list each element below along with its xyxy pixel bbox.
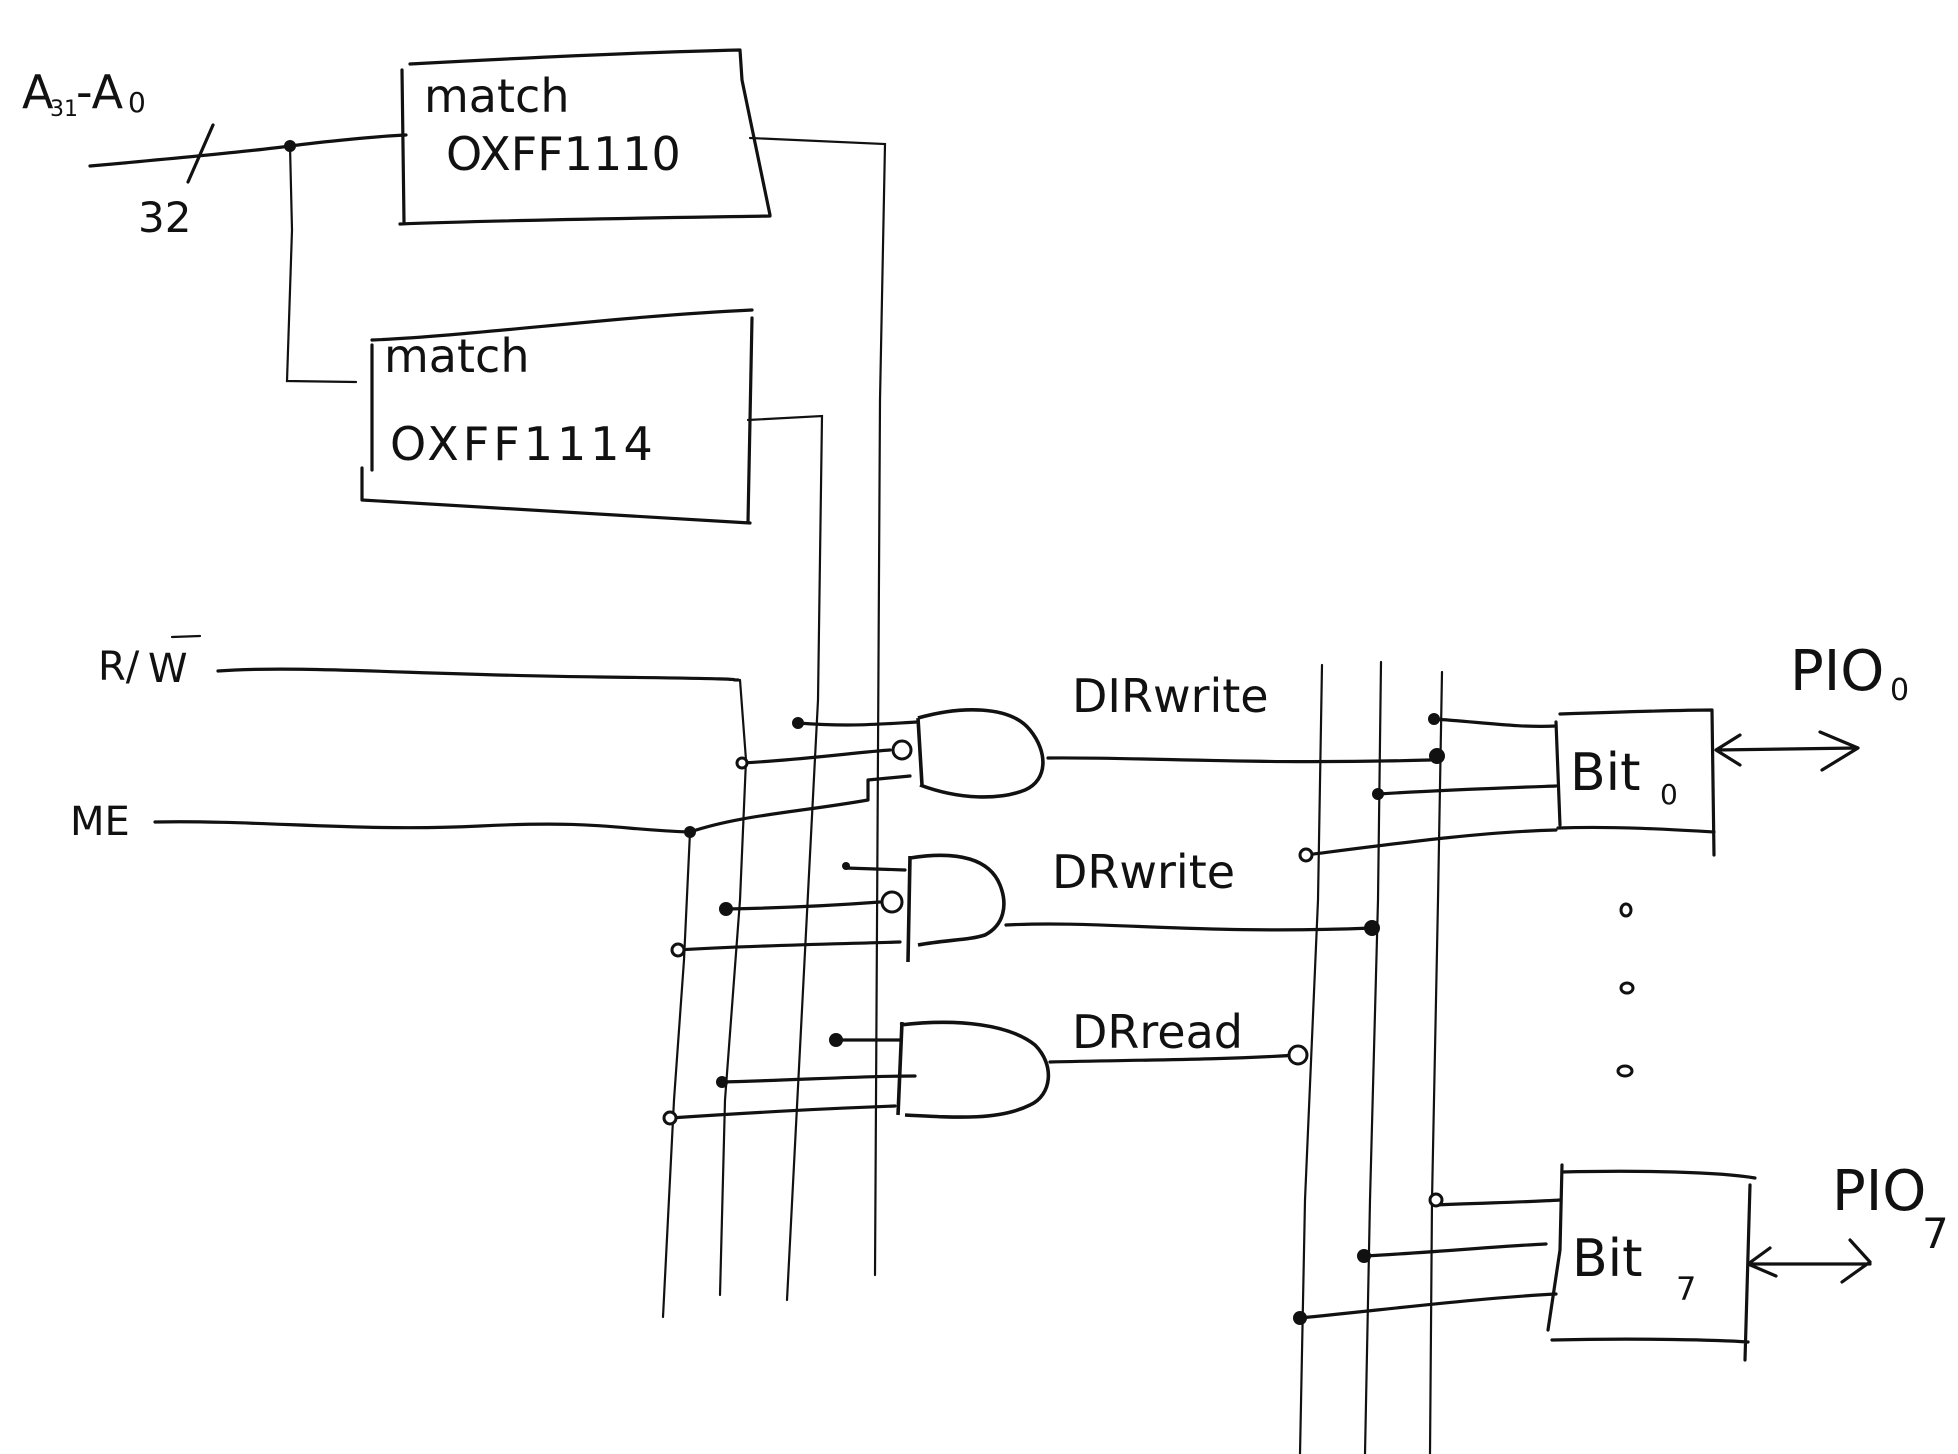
bit-7-border — [1546, 1163, 1757, 1362]
gate-2-output-dot — [1364, 920, 1380, 936]
me-vertical — [661, 830, 692, 1319]
bit-0-wire-drwrite — [1376, 784, 1558, 796]
bit-7-wire-drwrite — [1362, 1242, 1548, 1258]
gate-2-input-b — [724, 900, 882, 911]
gate-2-input-c-dot — [670, 942, 686, 958]
bus-label-a0: -A — [76, 65, 124, 119]
bus-label-sub-31: 31 — [50, 97, 78, 122]
bus-drread-line — [1298, 663, 1324, 1454]
gate-3-output — [1048, 1053, 1300, 1064]
gate-2-input-a-dot — [842, 862, 850, 870]
gate-drwrite: DRwrite — [670, 845, 1380, 963]
bus-label-sub-0: 0 — [128, 86, 146, 119]
bit-7-port-label: PIO — [1832, 1159, 1926, 1224]
gate-dirwrite: DIRwrite — [735, 669, 1432, 799]
bus-branch-wire — [285, 144, 358, 384]
match-block-1-title: match — [424, 69, 569, 123]
gate-drread: DRread — [662, 1005, 1309, 1126]
me-to-gate1-wire — [688, 774, 912, 834]
me-line — [153, 820, 692, 834]
bus-line — [88, 133, 408, 168]
me-label: ME — [70, 799, 130, 845]
bit-0-index: 0 — [1660, 778, 1678, 811]
match-block-0xff1114: match OXFF1114 — [360, 308, 824, 1302]
bit-0-wire-drread — [1304, 828, 1558, 857]
bit-0-label: Bit — [1570, 743, 1641, 803]
bit-0-dirwrite-dot — [1428, 713, 1440, 725]
match-block-1-value: OXFF1110 — [446, 127, 681, 181]
bus-drwrite-line — [1363, 660, 1383, 1454]
bit-7-index: 7 — [1676, 1270, 1696, 1308]
bit-0-port-label: PIO — [1790, 639, 1884, 704]
bit-7-port-arrow — [1746, 1238, 1872, 1284]
gate-2-invert-bubble — [880, 890, 904, 914]
gate-2-input-a — [844, 866, 907, 872]
match-block-2-title: match — [384, 329, 529, 383]
gate-1-input-a-dot — [792, 717, 804, 729]
rw-label-r: R/ — [98, 644, 140, 690]
bit-0-wire-dirwrite — [1432, 717, 1558, 728]
gate-3-input-c — [668, 1104, 897, 1120]
gate-1-invert-bubble — [891, 739, 913, 761]
bus-width-label: 32 — [138, 193, 191, 242]
bit-7-wire-drread — [1298, 1292, 1558, 1320]
gate-1-input-a — [796, 720, 920, 727]
gate-1-output — [1046, 756, 1432, 764]
address-bus: A 31 -A 0 32 — [22, 65, 408, 384]
match-block-2-value: OXFF1114 — [390, 417, 657, 471]
ellipsis-dot-2 — [1619, 981, 1635, 995]
gate-3-output-dot — [1287, 1044, 1309, 1066]
gate-1-input-b-dot — [735, 756, 749, 770]
gate-3-body — [896, 1020, 1051, 1119]
bit-0-drread-dot — [1298, 847, 1314, 863]
bit-7-drread-dot — [1293, 1311, 1307, 1325]
match-block-0xff1110: match OXFF1110 — [398, 48, 887, 1277]
rw-input: R/ W — [98, 634, 748, 1297]
bit-7-port-index: 7 — [1922, 1209, 1949, 1258]
bit-ellipsis — [1616, 902, 1635, 1078]
bit-7-drwrite-dot — [1357, 1249, 1371, 1263]
ellipsis-dot-1 — [1619, 902, 1633, 918]
match-1-output-wire — [748, 136, 887, 1277]
gate-3-input-c-dot — [662, 1110, 678, 1126]
gate-2-input-b-dot — [719, 902, 733, 916]
rw-label-w: W — [148, 646, 188, 692]
gate-1-input-b — [740, 748, 892, 765]
gate-3-output-label: DRread — [1072, 1005, 1243, 1059]
bit-0-port-index: 0 — [1890, 673, 1909, 708]
rw-line — [216, 667, 740, 682]
bit-7-label: Bit — [1572, 1229, 1643, 1289]
bus-width-slash — [186, 123, 215, 184]
match-2-output-wire — [746, 414, 824, 1302]
gate-1-output-label: DIRwrite — [1072, 669, 1269, 723]
ellipsis-dot-3 — [1616, 1064, 1634, 1078]
gate-2-output-label: DRwrite — [1052, 845, 1235, 899]
rw-label-overbar — [170, 634, 202, 639]
gate-3-input-a-dot — [829, 1033, 843, 1047]
bit-7-block: Bit 7 PIO 7 — [1293, 1159, 1949, 1362]
me-input: ME — [70, 774, 912, 1319]
bit-0-border — [1554, 708, 1716, 857]
bit-0-drwrite-dot — [1372, 788, 1384, 800]
bit-0-block: Bit 0 PIO 0 — [1298, 639, 1909, 863]
gate-1-body — [916, 708, 1045, 799]
bit-7-wire-dirwrite — [1434, 1198, 1562, 1207]
gate-2-body — [906, 853, 1006, 963]
gate-2-output — [1004, 922, 1374, 932]
gate-2-input-c — [676, 940, 902, 952]
match-block-1-border — [398, 48, 772, 226]
gate-3-input-b — [720, 1074, 917, 1084]
bit-0-port-arrow — [1714, 730, 1860, 772]
bus-label-a: A — [22, 65, 54, 119]
control-buses — [1298, 660, 1444, 1454]
rw-vertical — [718, 678, 748, 1297]
bit-7-dirwrite-dot — [1428, 1192, 1444, 1208]
bit-0-dirwrite-tap-dot — [1429, 748, 1445, 764]
gate-3-input-b-dot — [716, 1076, 728, 1088]
bus-dirwrite-line — [1428, 670, 1444, 1454]
